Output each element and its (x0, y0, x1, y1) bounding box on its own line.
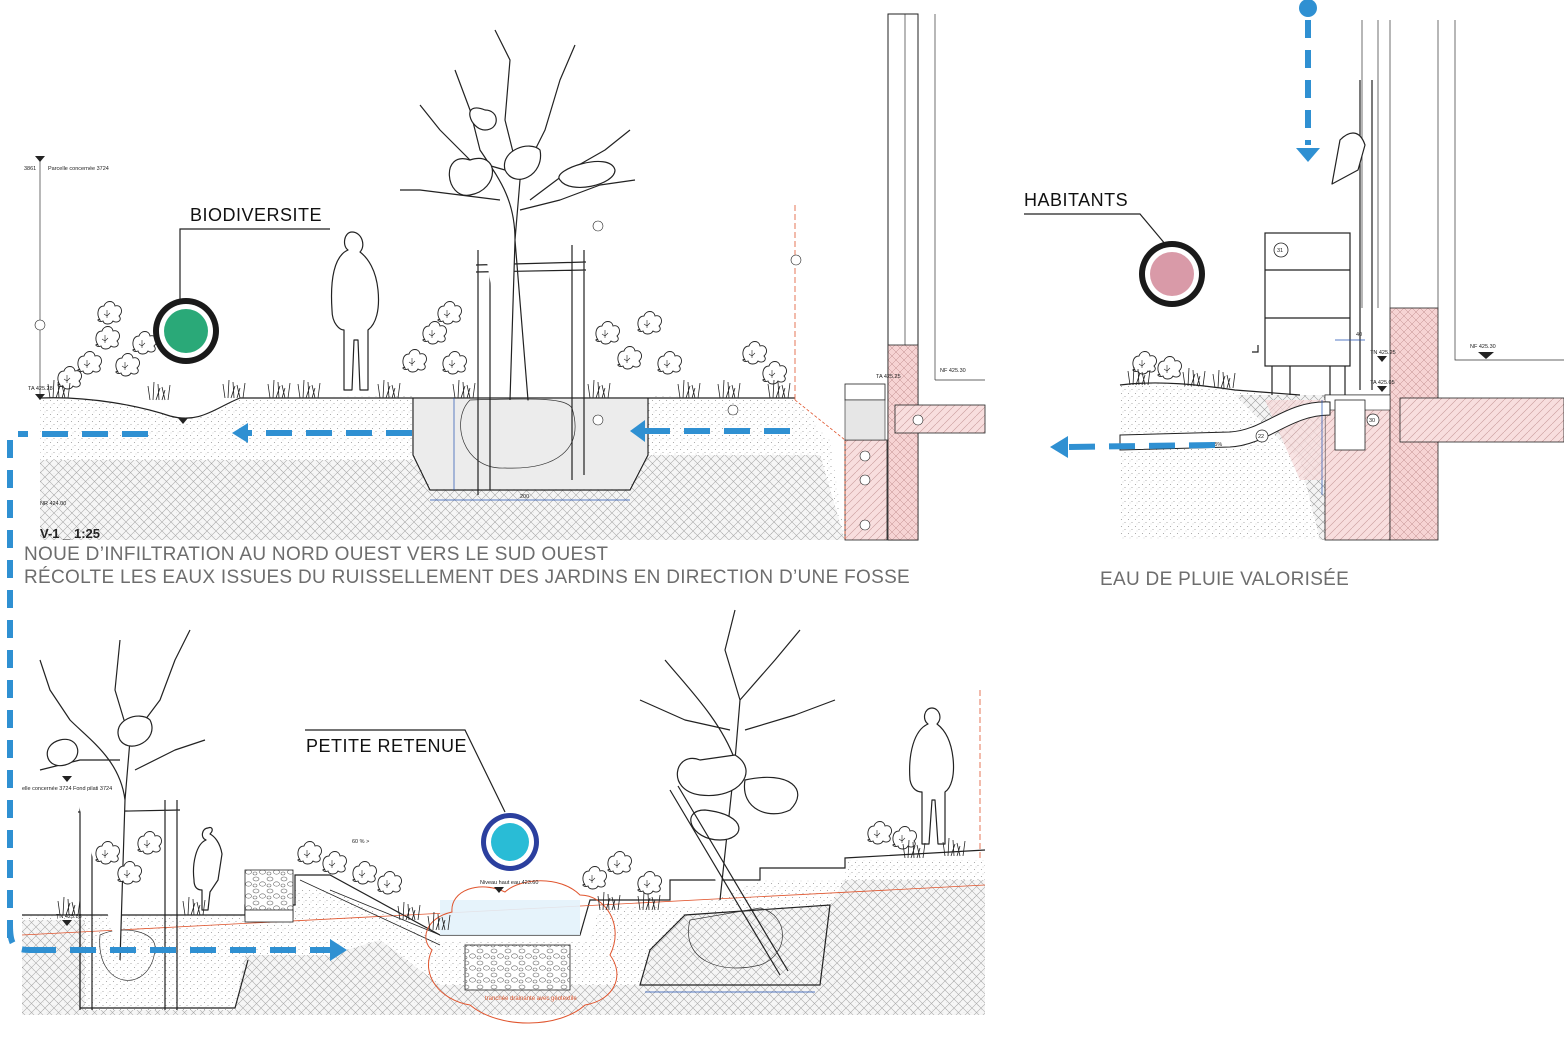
gravel-trench (464, 944, 571, 991)
flow-arrows-bottom (7, 924, 347, 961)
parcelle-label: Parcelle concernée 3724 (48, 166, 109, 172)
detail-section: 31 22 30 < 1.5% 40 TN 425.25 TA 425.05 N… (1024, 0, 1564, 541)
person-figure (330, 231, 380, 391)
callout-petite-retenue: PETITE RETENUE (305, 729, 539, 871)
retenue-marker-dot (491, 823, 529, 861)
dim-200-label: 200 (520, 494, 529, 500)
bottom-section: tranchée drainante avec géotextile Nivea… (7, 609, 986, 1024)
niveau-bas-label: Niveau haut eau 423.60 (480, 880, 538, 886)
nf-425-30: NF 425.30 (1470, 344, 1496, 350)
detail-caption: EAU DE PLUIE VALORISÉE (1100, 569, 1349, 590)
bottom-tn: TN 425.85 (56, 914, 82, 920)
tree-pit (412, 398, 649, 491)
ref-31: 31 (1277, 248, 1283, 254)
dim-40: 40 (1356, 332, 1362, 338)
tree-left-bottom (39, 629, 206, 1010)
section-ref: V-1 _ 1:25 (40, 526, 100, 541)
subsoil-hatch (40, 455, 845, 540)
ground-line (39, 397, 795, 419)
tree-main (400, 29, 636, 495)
bottom-fond: Fond pilati 3724 (73, 786, 112, 792)
ta-mid-label: TA 425.25 (876, 374, 901, 380)
callout-petite-retenue-label: PETITE RETENUE (306, 736, 467, 756)
callout-biodiversite-label: BIODIVERSITE (190, 205, 322, 225)
callout-biodiversite: BIODIVERSITE (153, 205, 330, 364)
vegetation-detail (1127, 351, 1236, 389)
ref-30: 30 (1369, 418, 1375, 424)
callout-habitants: HABITANTS (1024, 190, 1205, 307)
person-left (192, 826, 223, 911)
drainage-cloud (425, 880, 618, 1024)
red-label: tranchée drainante avec géotextile (485, 996, 577, 1002)
level-top-label: 3861 (24, 166, 36, 172)
flow-arrows-top (7, 420, 790, 950)
top-section: 200 Parcelle conce (7, 13, 986, 950)
section-caption-line1: NOUE D’INFILTRATION AU NORD OUEST VERS L… (24, 544, 608, 565)
slope-60: 60 % > (352, 839, 369, 845)
root-ball (460, 398, 576, 469)
nr-label: NR 424.00 (40, 501, 66, 507)
building-wall: NF 425.30 TA 425.25 (592, 13, 986, 541)
nf-right-label: NF 425.30 (940, 368, 966, 374)
ta-left-label: TA 425.28 (28, 386, 53, 392)
tree-right-bottom (639, 609, 836, 976)
person-right (909, 707, 955, 845)
biodiversite-marker-dot (164, 309, 208, 353)
tn-425-25: TN 425.25 (1370, 350, 1396, 356)
tree-pit-fill (414, 399, 647, 489)
bottom-parcelle: elle concernée 3724 (22, 786, 72, 792)
section-caption-line2: RÉCOLTE LES EAUX ISSUES DU RUISSELLEMENT… (24, 567, 910, 588)
ta-425-05: TA 425.05 (1370, 380, 1395, 386)
ref-22: 22 (1258, 434, 1264, 440)
habitants-marker-dot (1150, 252, 1194, 296)
level-markers: Parcelle concernée 3724 3861 TA 425.28 N… (24, 156, 188, 507)
callout-habitants-label: HABITANTS (1024, 190, 1128, 210)
